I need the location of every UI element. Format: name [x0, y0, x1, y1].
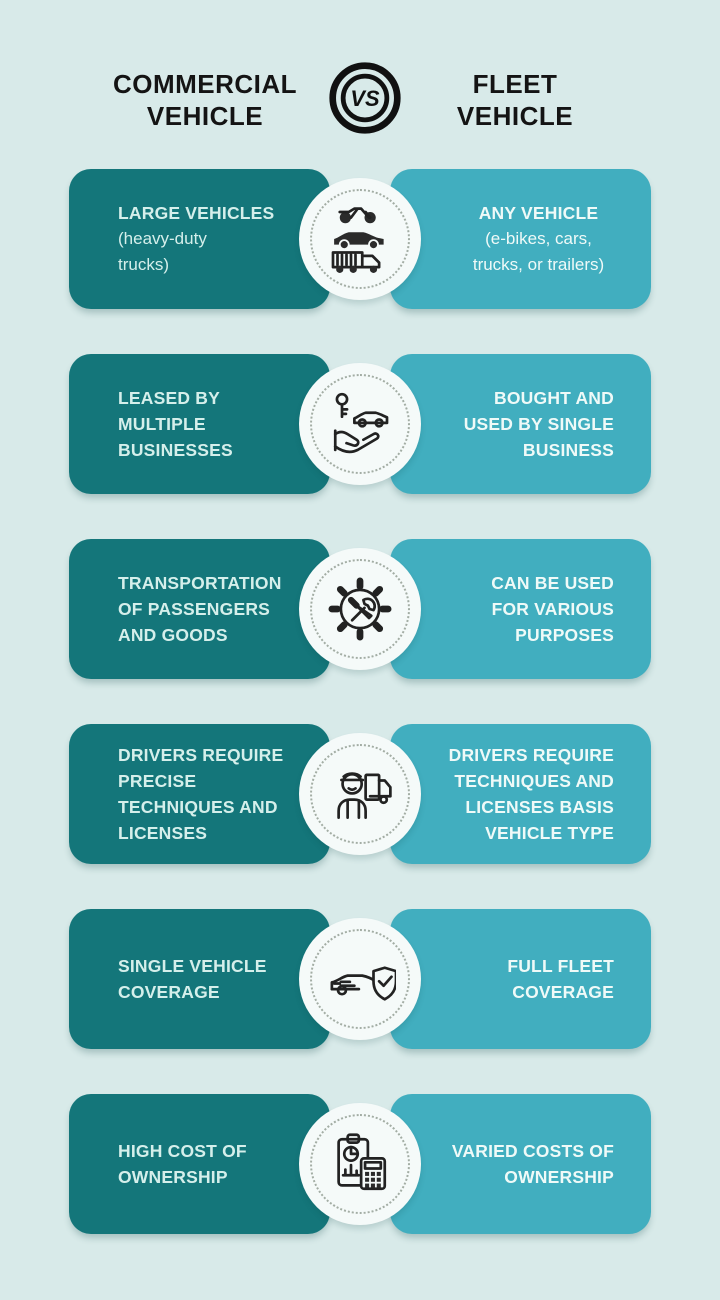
comparison-row: SINGLE VEHICLE COVERAGE FULL FLEET COVER… — [0, 909, 720, 1049]
left-card-text: LARGE VEHICLES — [118, 203, 275, 223]
hub-circle — [299, 178, 421, 300]
hub-circle — [299, 733, 421, 855]
car-key-handover-icon — [333, 392, 389, 454]
right-card-text: VARIED COSTS OF OWNERSHIP — [451, 1141, 614, 1187]
left-card-text: LEASED BY MULTIPLE BUSINESSES — [118, 388, 233, 460]
vs-badge: VS — [327, 60, 403, 136]
right-card-subtext: (e-bikes, cars, trucks, or trailers) — [472, 229, 605, 274]
fleet-card-1: ANY VEHICLE (e-bikes, cars, trucks, or t… — [390, 169, 651, 309]
commercial-card-3: TRANSPORTATION OF PASSENGERS AND GOODS — [69, 539, 330, 679]
left-card-text: TRANSPORTATION OF PASSENGERS AND GOODS — [118, 573, 282, 645]
fleet-card-2: BOUGHT AND USED BY SINGLE BUSINESS — [390, 354, 651, 494]
right-card-text: FULL FLEET COVERAGE — [507, 956, 614, 1002]
comparison-row: LEASED BY MULTIPLE BUSINESSES BOUGHT AND… — [0, 354, 720, 494]
fleet-card-4: DRIVERS REQUIRE TECHNIQUES AND LICENSES … — [390, 724, 651, 864]
vs-label: VS — [350, 86, 380, 111]
right-card-text: ANY VEHICLE — [478, 203, 599, 223]
commercial-card-2: LEASED BY MULTIPLE BUSINESSES — [69, 354, 330, 494]
comparison-row: TRANSPORTATION OF PASSENGERS AND GOODS C… — [0, 539, 720, 679]
right-card-text: DRIVERS REQUIRE TECHNIQUES AND LICENSES … — [448, 745, 614, 843]
right-card-text: CAN BE USED FOR VARIOUS PURPOSES — [491, 573, 614, 645]
hub-circle — [299, 548, 421, 670]
fleet-card-6: VARIED COSTS OF OWNERSHIP — [390, 1094, 651, 1234]
driver-truck-icon — [337, 772, 392, 819]
right-card-text: BOUGHT AND USED BY SINGLE BUSINESS — [463, 388, 614, 460]
commercial-card-6: HIGH COST OF OWNERSHIP — [69, 1094, 330, 1234]
header-title-commercial: COMMERCIAL VEHICLE — [112, 69, 298, 131]
car-shield-icon — [330, 966, 396, 1001]
left-card-text: HIGH COST OF OWNERSHIP — [118, 1141, 247, 1187]
clipboard-calculator-icon — [337, 1133, 387, 1191]
commercial-card-5: SINGLE VEHICLE COVERAGE — [69, 909, 330, 1049]
comparison-row: DRIVERS REQUIRE PRECISE TECHNIQUES AND L… — [0, 724, 720, 864]
commercial-card-1: LARGE VEHICLES (heavy-duty trucks) — [69, 169, 330, 309]
header-title-fleet: FLEET VEHICLE — [456, 69, 574, 131]
left-card-subtext: (heavy-duty trucks) — [118, 229, 207, 274]
comparison-row: HIGH COST OF OWNERSHIP VARIED COSTS OF O… — [0, 1094, 720, 1234]
fleet-card-3: CAN BE USED FOR VARIOUS PURPOSES — [390, 539, 651, 679]
left-card-text: SINGLE VEHICLE COVERAGE — [118, 956, 267, 1002]
commercial-card-4: DRIVERS REQUIRE PRECISE TECHNIQUES AND L… — [69, 724, 330, 864]
hub-circle — [299, 918, 421, 1040]
vehicles-stack-icon — [331, 207, 384, 273]
left-card-text: DRIVERS REQUIRE PRECISE TECHNIQUES AND L… — [118, 745, 284, 843]
hub-circle — [299, 363, 421, 485]
comparison-row: LARGE VEHICLES (heavy-duty trucks) ANY V… — [0, 169, 720, 309]
hub-circle — [299, 1103, 421, 1225]
fleet-card-5: FULL FLEET COVERAGE — [390, 909, 651, 1049]
gear-tools-icon — [328, 577, 392, 641]
vs-circle-icon: VS — [329, 62, 401, 134]
